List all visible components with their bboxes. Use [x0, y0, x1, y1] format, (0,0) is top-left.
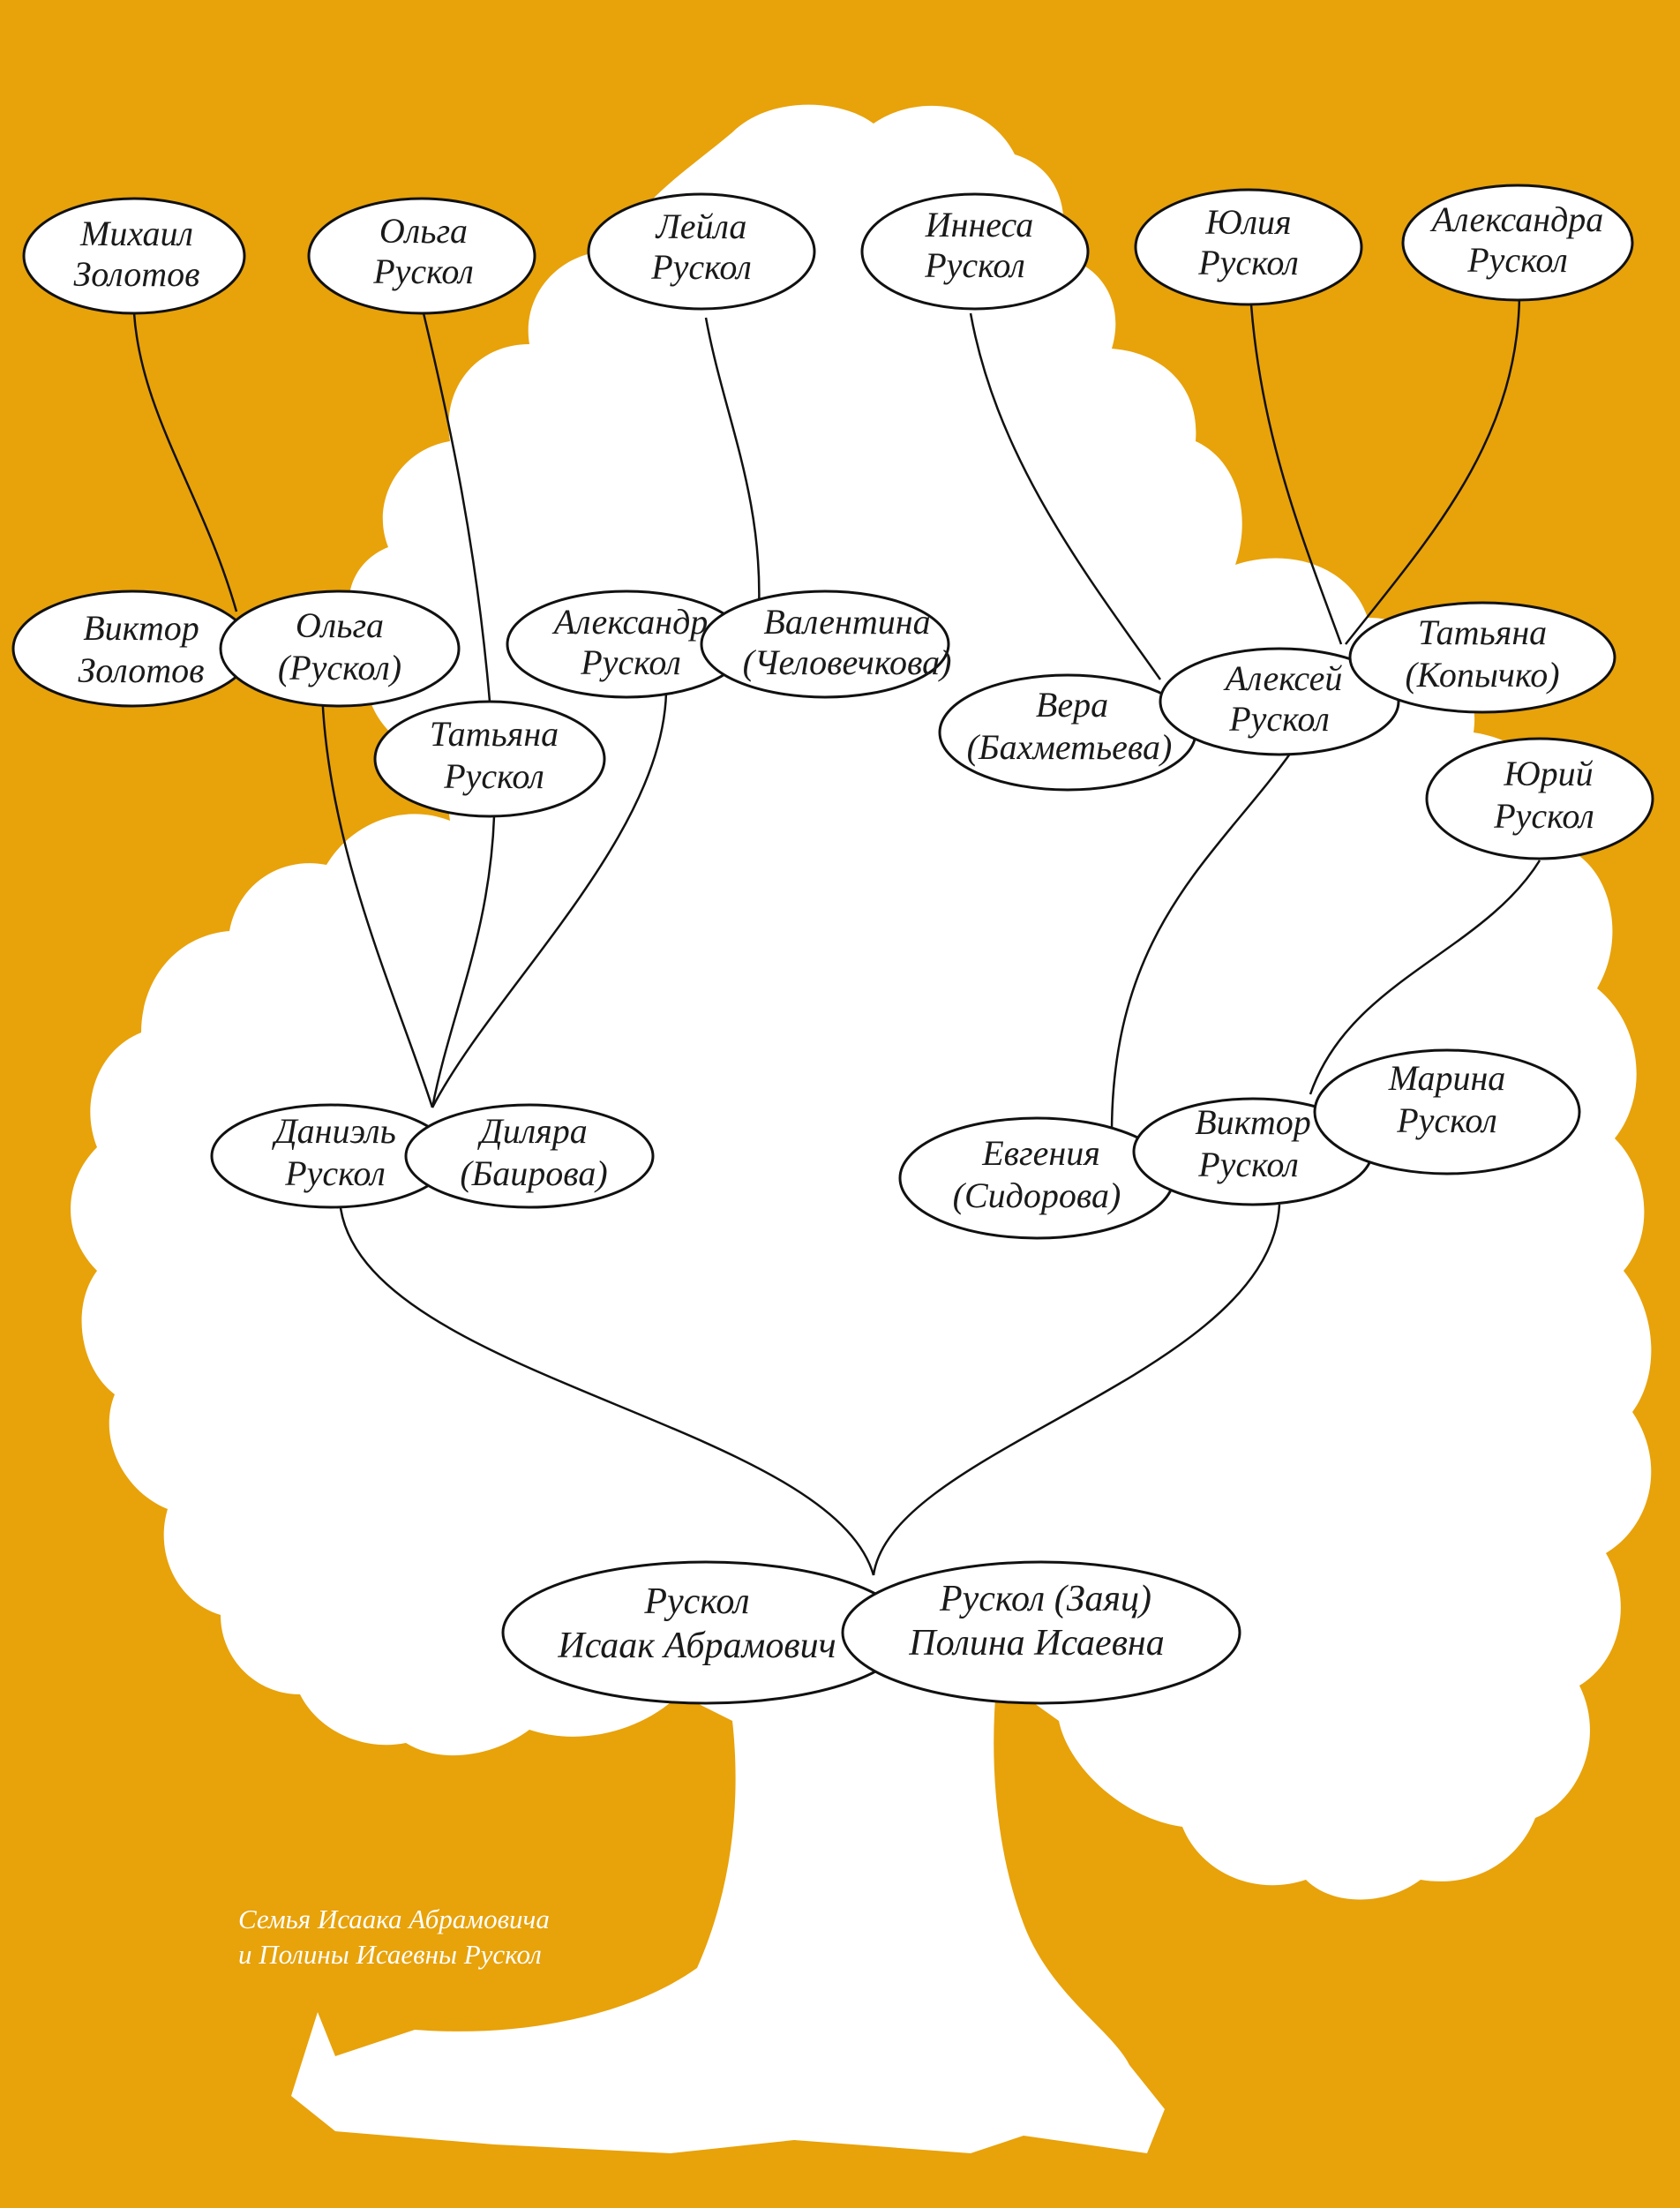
name-vera: Вера(Бахметьева) [967, 685, 1173, 767]
oval-aleksei-ruskol [1159, 647, 1400, 756]
oval-leila-ruskol [587, 192, 816, 311]
oval-olga-ruskol-mid [219, 590, 461, 708]
name-valentina: Валентина(Человечкова) [743, 602, 952, 682]
oval-marina-ruskol [1313, 1048, 1581, 1175]
oval-dilyara [404, 1103, 655, 1209]
oval-innesa-ruskol [860, 192, 1090, 311]
oval-mikhail-zolotov [22, 197, 246, 315]
name-olga-ruskol-mid: Ольга(Рускол) [278, 605, 401, 687]
name-tatyana-kopychko: Татьяна(Копычко) [1405, 612, 1559, 695]
oval-yulia-ruskol [1134, 188, 1363, 306]
oval-polina [841, 1560, 1241, 1705]
oval-yuri-ruskol [1425, 737, 1654, 860]
caption-line-2: и Полины Исаевны Рускол [238, 1939, 542, 1970]
name-evgenia: Евгения(Сидорова) [953, 1133, 1121, 1215]
caption-line-1: Семья Исаака Абрамовича [238, 1904, 550, 1934]
oval-tatyana-ruskol [373, 700, 606, 818]
person-ovals [11, 184, 1654, 1705]
oval-aleksandra-ruskol [1401, 184, 1634, 302]
oval-valentina [700, 590, 950, 699]
oval-olga-ruskol-top [307, 197, 536, 315]
name-dilyara: Диляра(Баирова) [460, 1111, 607, 1193]
oval-tatyana-kopychko [1348, 601, 1616, 714]
caption: Семья Исаака Абрамовича и Полины Исаевны… [238, 1904, 550, 1970]
connection-lines [132, 295, 1541, 1576]
name-polina: Рускол (Заяц)Полина Исаевна [908, 1579, 1165, 1664]
tree-silhouette [71, 104, 1652, 2153]
